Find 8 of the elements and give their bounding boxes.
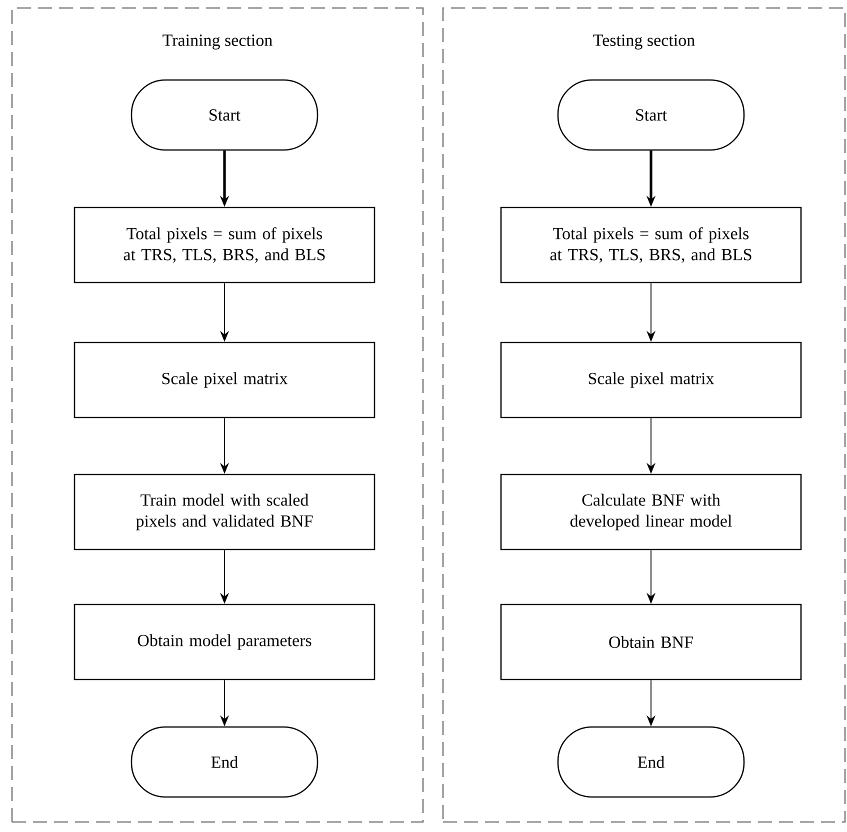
process-box: Calculate BNF with developed linear model — [500, 474, 802, 550]
process-box: Train model with scaled pixels and validated BNF — [74, 474, 376, 550]
process-box: Scale pixel matrix — [74, 342, 376, 418]
process-box: Total pixels = sum of pixels at TRS, TLS, BRS, and BLS — [74, 206, 376, 284]
process-box: Obtain model parameters — [74, 604, 376, 680]
process-box: Obtain BNF — [500, 604, 802, 680]
process-box: Total pixels = sum of pixels at TRS, TLS, BRS, and BLS — [500, 206, 802, 284]
process-box: Scale pixel matrix — [500, 342, 802, 418]
